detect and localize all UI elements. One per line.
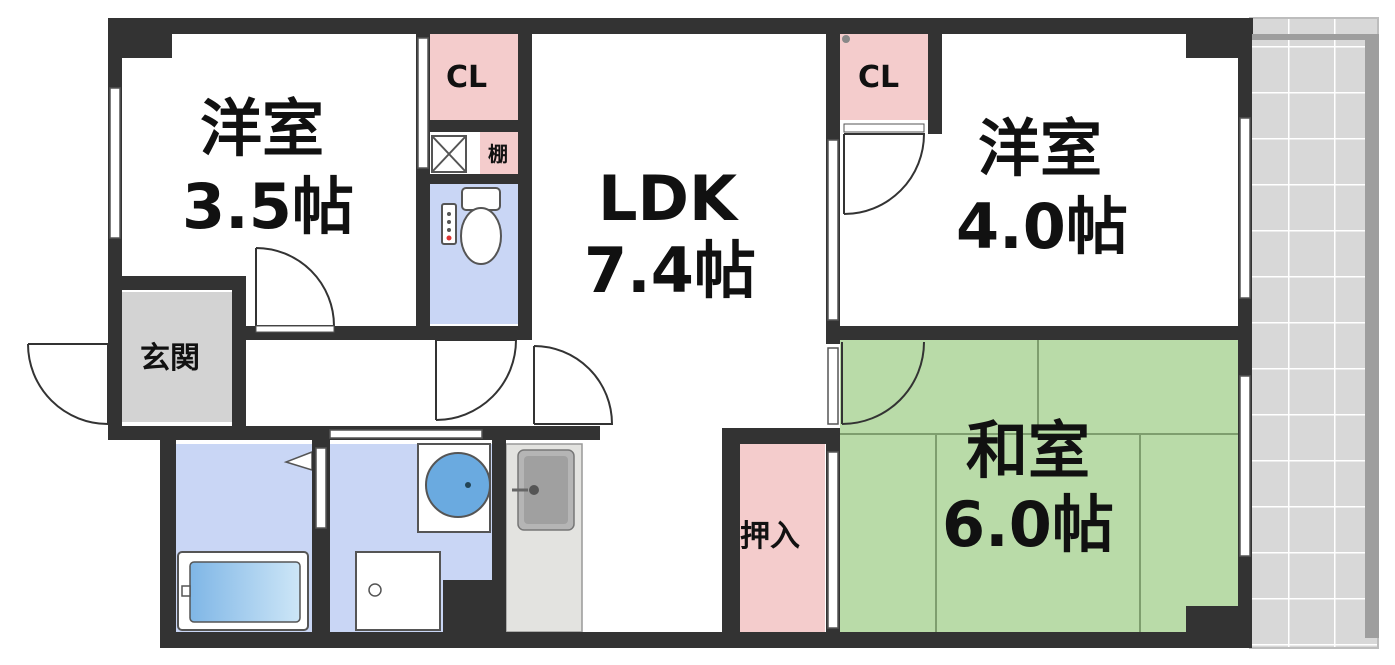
toilet-icon xyxy=(441,187,502,265)
room-name-ldk: LDK xyxy=(598,162,738,235)
closet-left-label: CL xyxy=(446,60,488,95)
room-name-western-right: 洋室 xyxy=(978,112,1103,185)
pipe-space-icon xyxy=(431,135,467,173)
sink-icon xyxy=(512,449,575,531)
bathtub-icon xyxy=(177,551,309,631)
washer-pan-icon xyxy=(355,551,441,631)
closet-right xyxy=(838,32,928,120)
tatami-lines xyxy=(840,340,1240,632)
closet-left xyxy=(428,32,518,120)
oshiire xyxy=(737,444,825,632)
entrance-label: 玄関 xyxy=(140,341,200,376)
room-size-western-right: 4.0帖 xyxy=(956,190,1128,263)
room-size-western-left: 3.5帖 xyxy=(182,170,354,243)
room-size-japanese: 6.0帖 xyxy=(942,488,1114,561)
closet-right-label: CL xyxy=(858,60,900,95)
doors xyxy=(27,133,926,426)
walls xyxy=(108,18,1253,648)
room-size-ldk: 7.4帖 xyxy=(584,234,756,307)
room-name-japanese: 和室 xyxy=(966,414,1091,487)
shelf-label: 棚 xyxy=(488,142,508,166)
balcony xyxy=(1250,18,1378,648)
tatami-room-floor xyxy=(840,340,1240,632)
entrance-floor xyxy=(122,292,237,422)
room-name-western-left: 洋室 xyxy=(200,92,325,165)
washbasin-icon xyxy=(417,443,491,533)
windows xyxy=(109,37,1251,629)
oshiire-label: 押入 xyxy=(740,519,800,554)
shelf xyxy=(480,132,518,178)
